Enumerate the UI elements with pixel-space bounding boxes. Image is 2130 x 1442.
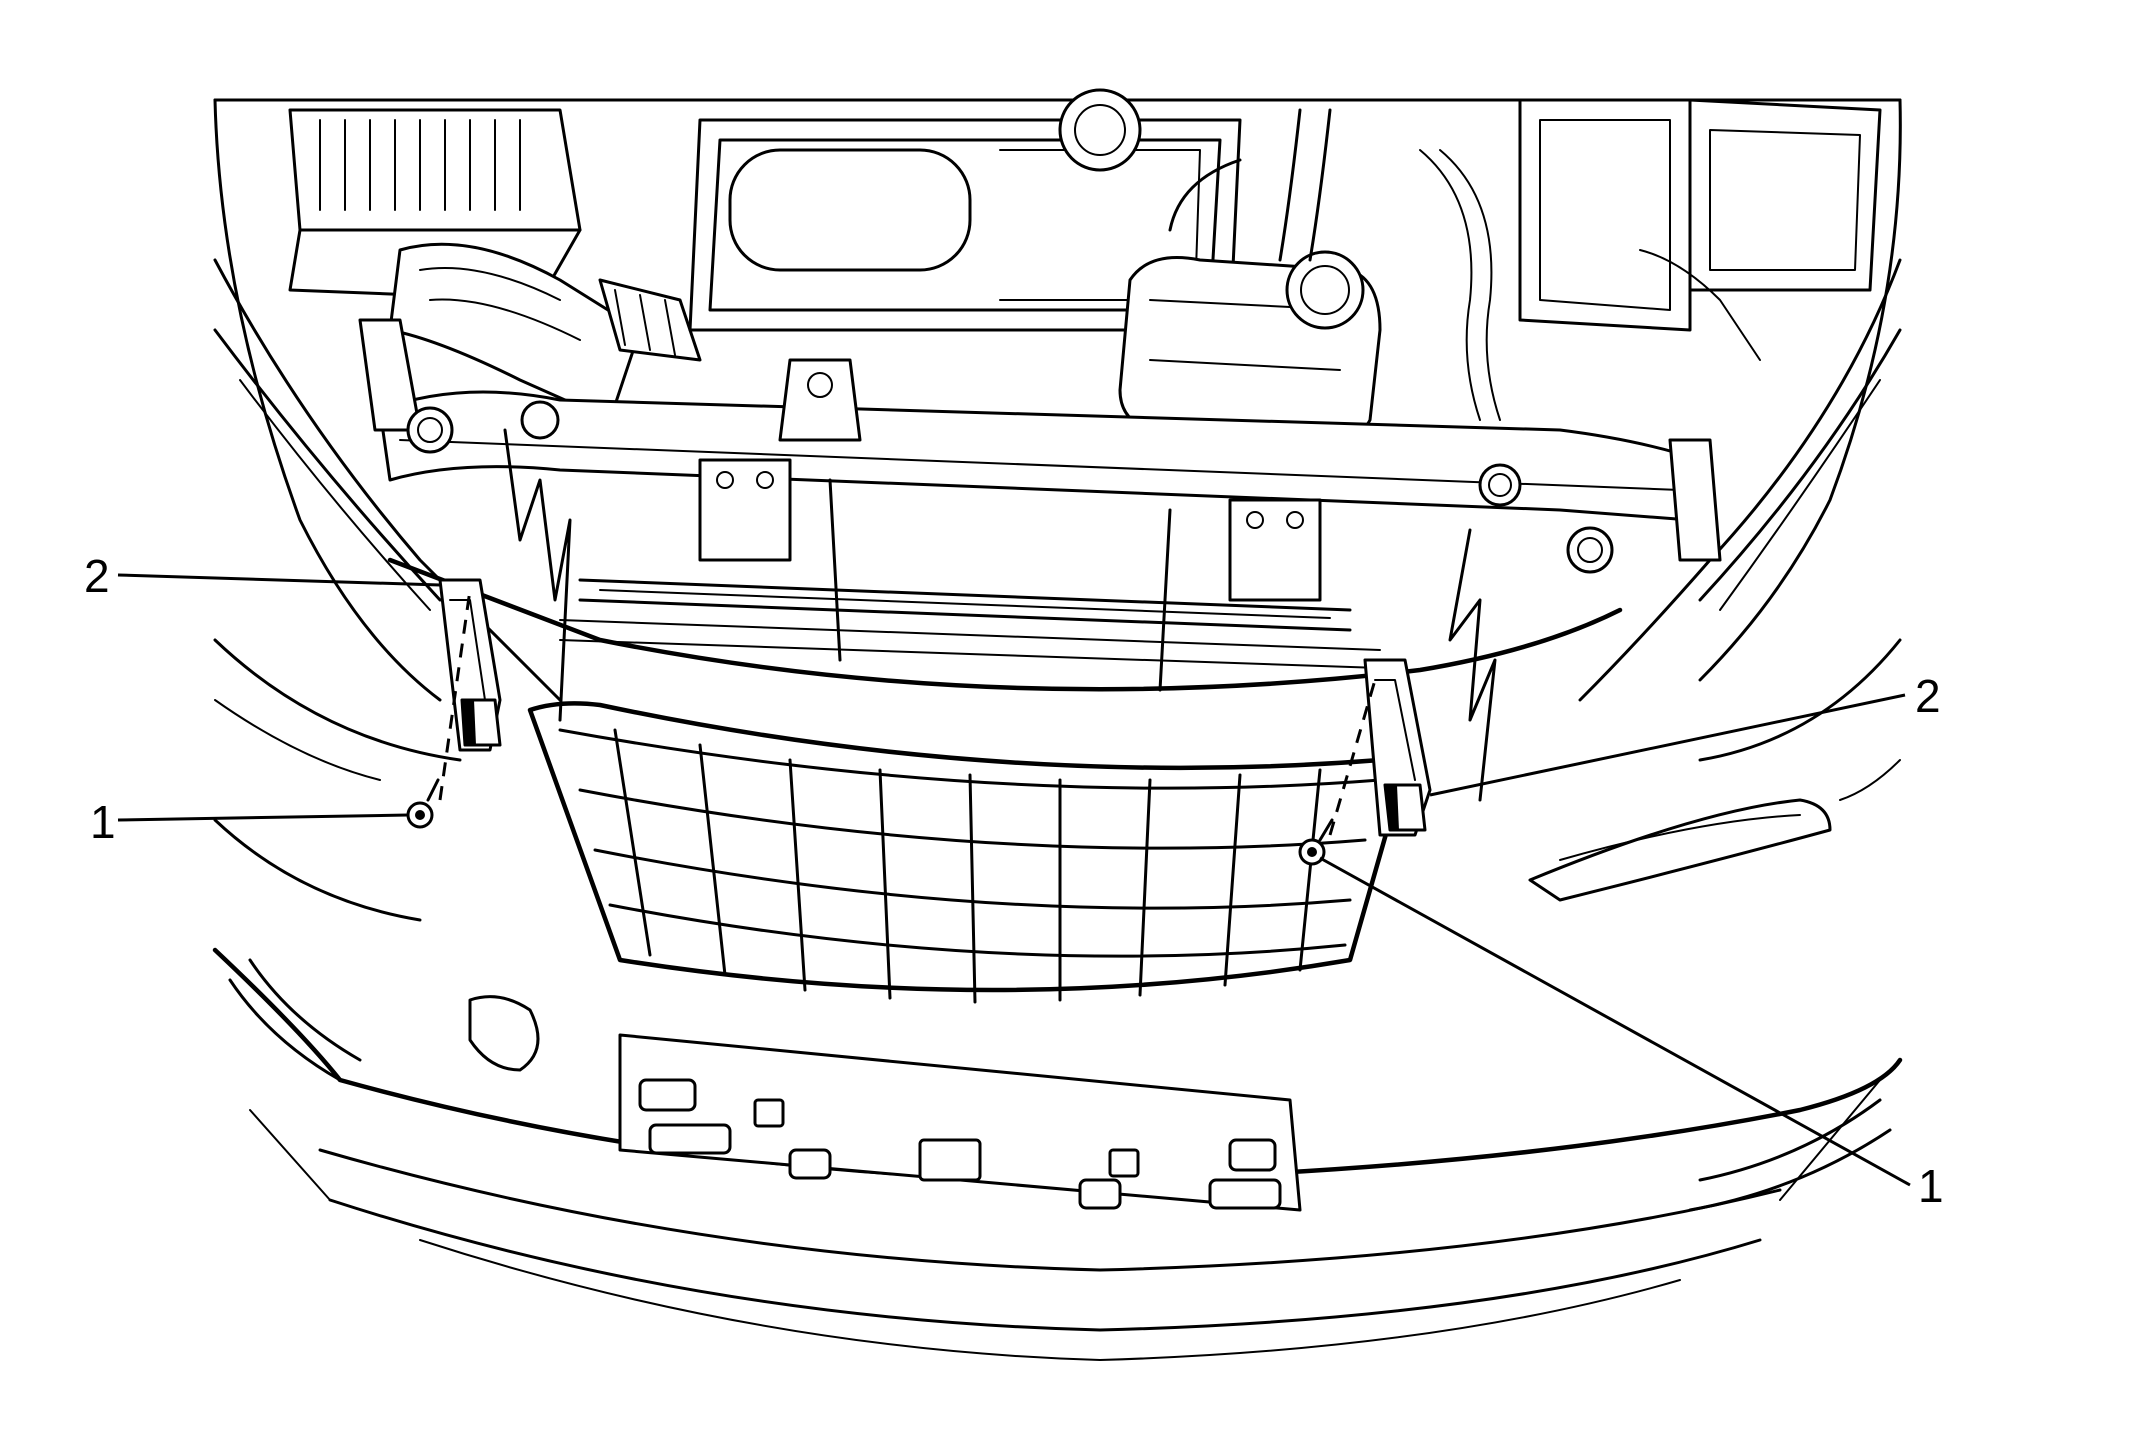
air-filter-box	[288, 108, 582, 302]
radiator	[559, 578, 1381, 669]
callout-right-bolt: 1	[1918, 1160, 1944, 1212]
intake-duct	[388, 242, 702, 422]
radiator-support	[358, 318, 1722, 692]
grille	[527, 701, 1413, 1004]
engine-bay	[213, 88, 1902, 702]
fuse-box	[1518, 98, 1882, 361]
callout-left-bolt: 1	[90, 796, 116, 848]
left-fascia-clip	[438, 578, 502, 752]
callout-left-clip: 2	[84, 550, 110, 602]
right-bolt	[1298, 679, 1377, 866]
callout-right-clip: 2	[1915, 670, 1941, 722]
right-fascia-clip	[1363, 658, 1432, 837]
callout-leaders	[117, 573, 1911, 1187]
engine-cover	[688, 88, 1242, 332]
left-assembly-line	[503, 428, 572, 722]
license-plate-bracket	[618, 1033, 1302, 1212]
left-bolt	[406, 589, 472, 829]
coolant-reservoir	[1118, 158, 1382, 442]
right-assembly-line	[1448, 528, 1497, 802]
front-fascia	[212, 557, 1903, 1361]
